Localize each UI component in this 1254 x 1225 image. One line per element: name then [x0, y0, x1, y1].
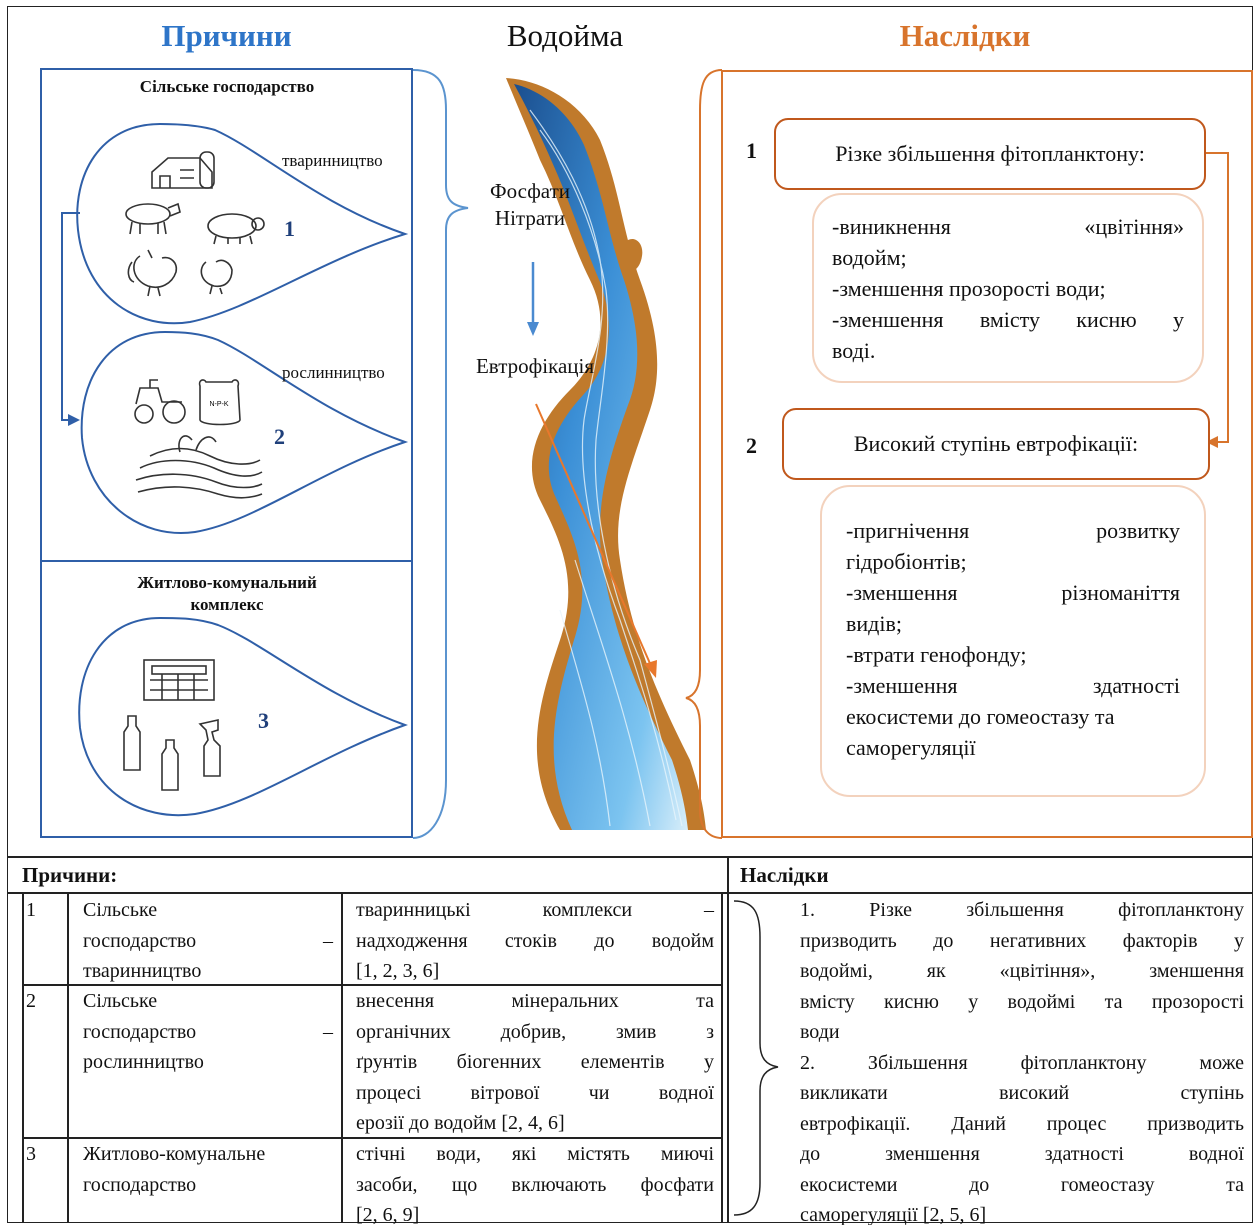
water-title: Водойма — [506, 18, 624, 53]
table-row-1-desc: тваринницькі комплекси – надходження сто… — [356, 899, 714, 982]
effect-1-item: -зменшення прозорості води; — [832, 276, 1106, 301]
agriculture-heading: Сільське господарство — [139, 77, 315, 96]
hen-icon — [200, 259, 233, 295]
nitrates-label: Нітрати — [494, 206, 566, 230]
effect-link-arrow-head — [1206, 436, 1218, 448]
river-flow-lines — [529, 109, 683, 827]
table-col-line — [341, 893, 343, 1223]
field-icon — [135, 435, 263, 499]
tractor-icon — [134, 379, 186, 424]
effect-1-item: водойм; — [832, 245, 907, 270]
table-brace — [733, 900, 779, 1216]
table-row-2-num: 2 — [26, 990, 36, 1012]
down-arrow-head — [527, 322, 539, 336]
river-water — [514, 84, 688, 830]
table-row-1-num: 1 — [26, 899, 36, 921]
effects-panel — [721, 70, 1253, 838]
drop-shape-2 — [80, 330, 409, 534]
spray-bottle-icon — [198, 719, 221, 777]
table-effects-text: 1. Різке збільшення фітопланктону призво… — [800, 899, 1244, 1225]
table-row-2-source: Сільське господарство – рослинництво — [83, 990, 333, 1073]
effect-1-item: -зменшення вмісту кисню у — [832, 307, 1184, 332]
table-col-line — [721, 893, 723, 1223]
cause-number-3: 3 — [258, 708, 269, 733]
causes-panel — [40, 68, 413, 838]
table-row-2-desc: внесення мінеральних та органічних добри… — [356, 990, 714, 1134]
table-row-3-desc: стічні води, які містять миючі засоби, щ… — [356, 1143, 714, 1225]
link-arrow-1-2 — [61, 212, 80, 421]
table-row-3-num: 3 — [26, 1143, 36, 1165]
detergent-bottle-icon — [123, 715, 141, 771]
causes-divider — [42, 560, 412, 562]
effect-2-item: -зменшення здатності — [846, 673, 1180, 698]
causes-brace — [412, 69, 469, 839]
table-col-line — [67, 893, 69, 1223]
effect-number-2: 2 — [746, 433, 757, 458]
cleaner-bottle-icon — [161, 739, 179, 791]
effect-2-item: видів; — [846, 611, 902, 636]
link-arrow-head — [68, 414, 80, 426]
eutrophication-arrow — [535, 403, 653, 669]
building-icon — [143, 659, 215, 701]
livestock-label: тваринництво — [282, 151, 383, 170]
effect-1-item: -виникнення «цвітіння» — [832, 214, 1184, 239]
effect-link-arrow — [1206, 152, 1229, 443]
table-row-1-source: Сільське господарство – тваринництво — [83, 899, 333, 982]
table-effects-header: Наслідки — [740, 863, 829, 887]
table-row-line — [22, 984, 722, 986]
fertilizer-bag-label: N-P-K — [209, 401, 228, 408]
housing-heading-line1: Житлово-комунальний — [137, 573, 317, 592]
effect-2-item: саморегуляції — [846, 735, 976, 760]
table-header-line — [7, 892, 1253, 894]
effect-2-item: -зменшення різноманіття — [846, 580, 1180, 605]
cow-icon — [125, 202, 181, 235]
diagram-graphics: N-P-K — [61, 69, 1229, 839]
effect-1-item: воді. — [832, 338, 876, 363]
effect-1-list: -виникнення «цвітіння» водойм; -зменшенн… — [812, 193, 1204, 383]
causes-title: Причини — [161, 18, 292, 53]
river-island — [623, 238, 643, 271]
effects-brace — [685, 69, 723, 839]
effects-title: Наслідки — [899, 18, 1031, 53]
effect-2-item: -пригнічення розвитку — [846, 518, 1180, 543]
crops-label: рослинництво — [282, 363, 385, 382]
table-top-line — [7, 856, 1253, 858]
effect-2-item: екосистеми до гомеостазу та — [846, 704, 1115, 729]
table-col-line — [22, 893, 24, 1223]
table-row-line — [22, 1137, 722, 1139]
drop-shape-1 — [76, 122, 409, 325]
drop-shape-3 — [78, 616, 408, 817]
barn-icon — [151, 151, 215, 189]
cause-number-1: 1 — [284, 216, 295, 241]
effect-1-heading: Різке збільшення фітопланктону: — [774, 118, 1206, 190]
table-row-3-source: Житлово-комунальне господарство — [83, 1143, 266, 1196]
eutrophication-arrow-head — [644, 660, 657, 678]
phosphates-label: Фосфати — [490, 179, 570, 203]
effect-number-1: 1 — [746, 138, 757, 163]
cause-number-2: 2 — [274, 424, 285, 449]
rooster-icon — [127, 249, 178, 297]
eutrophication-label: Евтрофікація — [475, 354, 595, 378]
pig-icon — [207, 213, 265, 245]
effect-2-item: -втрати генофонду; — [846, 642, 1027, 667]
table-center-line — [727, 856, 729, 1223]
table-causes-header: Причини: — [22, 863, 118, 887]
effect-2-list: -пригнічення розвитку гідробіонтів; -зме… — [820, 485, 1206, 797]
fertilizer-bag-icon — [198, 379, 241, 426]
effect-2-item: гідробіонтів; — [846, 549, 967, 574]
housing-heading-line2: комплекс — [190, 595, 264, 614]
effect-2-heading: Високий ступінь евтрофікації: — [782, 408, 1210, 480]
